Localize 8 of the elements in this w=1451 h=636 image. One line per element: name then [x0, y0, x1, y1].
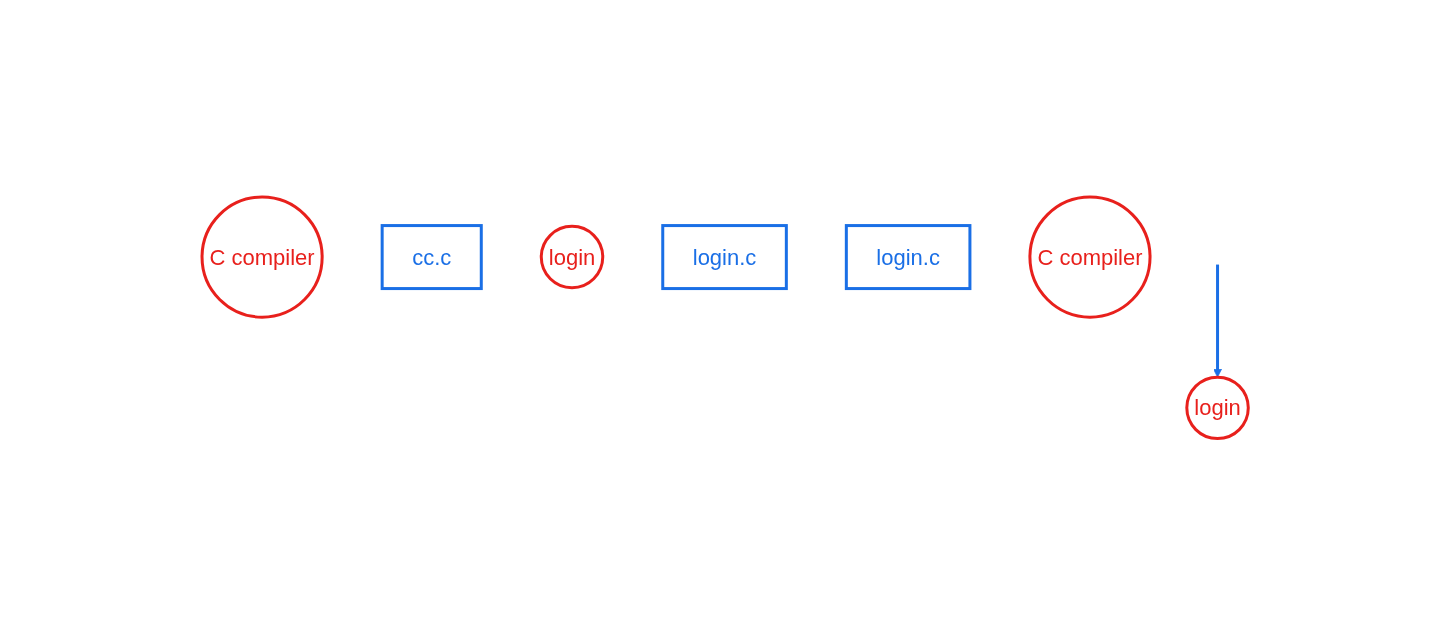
node-box: login.c — [661, 224, 789, 291]
node-circle: login — [1185, 375, 1251, 441]
node-circle: C compiler — [200, 195, 324, 319]
node-circle: C compiler — [1028, 195, 1152, 319]
arrow — [1213, 264, 1223, 378]
node-box: login.c — [845, 224, 972, 291]
node-circle: login — [540, 225, 605, 290]
node-box: cc.c — [381, 224, 484, 291]
